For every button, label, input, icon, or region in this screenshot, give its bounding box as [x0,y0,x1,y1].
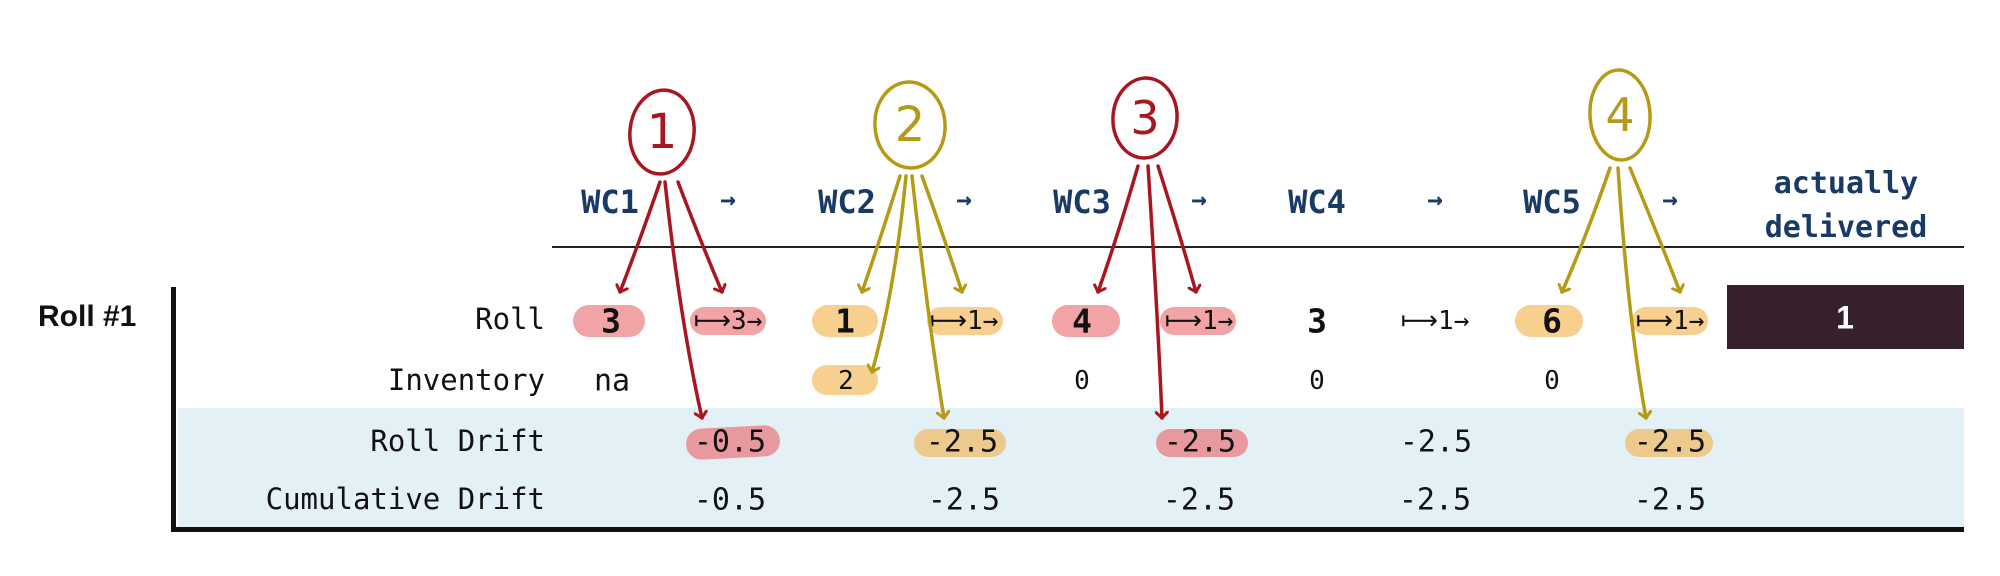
cumulative-drift-wc5: -2.5 [1633,482,1707,518]
annotation-2-number: 2 [895,97,926,153]
highlight-roll-wc1 [573,305,645,337]
cumulative-drift-wc2: -2.5 [927,482,1001,518]
actually-delivered-box [1727,285,1964,349]
highlight-passed-wc2 [927,307,1003,335]
annotation-3-circle [1111,76,1179,160]
actually-delivered-header: actually delivered [1764,166,1928,245]
header-arrow-2: → [956,185,972,215]
annotation-4-arrow-drift [1616,166,1646,420]
roll-drift-wc2: -2.5 [925,424,999,460]
highlight-passed-wc5 [1632,307,1708,335]
highlight-drift-wc5 [1625,429,1713,457]
header-divider [552,246,1964,248]
row-label-inventory: Inventory [387,363,545,397]
inventory-wc5: 0 [1544,366,1560,396]
annotation-3-arrow-drift [1146,164,1162,420]
wc3-header: WC3 [1053,183,1111,221]
passed-wc4: ⟼1→ [1400,306,1470,336]
row-label-cumulative-drift: Cumulative Drift [265,482,545,516]
wc5-header: WC5 [1523,183,1581,221]
annotation-3-arrow-roll [1098,164,1140,294]
row-label-roll: Roll [475,302,545,336]
passed-wc1: ⟼3→ [693,306,763,336]
roll-group-label: Roll #1 [38,300,137,333]
annotation-1-arrow-roll [620,180,662,294]
highlight-drift-wc3 [1156,429,1248,457]
row-label-roll-drift: Roll Drift [370,424,545,458]
wc1-header: WC1 [581,183,639,221]
passed-wc3: ⟼1→ [1164,306,1234,336]
roll-wc2: 1 [835,301,855,341]
wc2-header: WC2 [818,183,876,221]
annotation-4-arrow-roll [1562,166,1612,294]
annotation-4: 4 [1562,68,1680,420]
group-axis-vertical [171,287,176,532]
annotation-2-arrow-passed [920,174,962,294]
annotation-3: 3 [1098,76,1196,420]
annotation-2-arrow-drift [910,174,944,420]
annotation-3-arrow-passed [1156,164,1196,294]
annotation-2-arrow-roll [862,174,902,294]
annotation-4-arrow-passed [1628,166,1680,294]
inventory-wc3: 0 [1074,366,1090,396]
header-arrow-4: → [1427,185,1443,215]
annotation-1-number: 1 [647,104,678,160]
cumulative-drift-wc4: -2.5 [1398,482,1472,518]
highlight-roll-wc5 [1515,305,1583,337]
annotation-1-circle [628,88,696,176]
highlight-passed-wc3 [1160,307,1236,335]
roll-wc5: 6 [1542,301,1562,341]
highlight-roll-wc2 [812,305,878,337]
annotation-2: 2 [862,80,962,420]
inventory-wc1: na [593,363,631,399]
annotation-1-arrow-drift [663,180,702,420]
drift-band [178,408,1964,529]
annotation-3-number: 3 [1130,91,1159,145]
cumulative-drift-wc1: -0.5 [693,482,767,518]
roll-wc4: 3 [1307,301,1327,341]
annotation-2-circle [873,80,947,170]
roll-wc3: 4 [1072,301,1092,341]
roll-drift-wc5: -2.5 [1633,424,1707,460]
roll-drift-wc3: -2.5 [1163,424,1237,460]
highlight-passed-wc1 [690,307,766,335]
group-axis-horizontal [171,527,1964,532]
passed-wc5: ⟼1→ [1635,306,1705,336]
annotation-2-arrow-inventory [872,174,908,374]
annotation-1-arrow-passed [676,180,722,294]
annotation-4-circle [1588,68,1652,162]
wc4-header: WC4 [1288,183,1346,221]
inventory-wc4: 0 [1309,366,1325,396]
header-arrow-5: → [1662,185,1678,215]
cumulative-drift-wc3: -2.5 [1162,482,1236,518]
header-arrow-3: → [1191,185,1207,215]
roll-wc1: 3 [601,301,621,341]
highlight-drift-wc2 [914,429,1006,457]
actually-delivered-value: 1 [1836,299,1854,336]
highlight-roll-wc3 [1052,305,1120,337]
roll-drift-wc4: -2.5 [1399,424,1473,460]
passed-wc2: ⟼1→ [929,306,999,336]
inventory-wc2: 2 [838,366,854,396]
roll-drift-wc1: -0.5 [693,424,767,460]
annotation-4-number: 4 [1605,88,1634,142]
header-arrow-1: → [720,185,736,215]
annotation-1: 1 [620,88,722,420]
